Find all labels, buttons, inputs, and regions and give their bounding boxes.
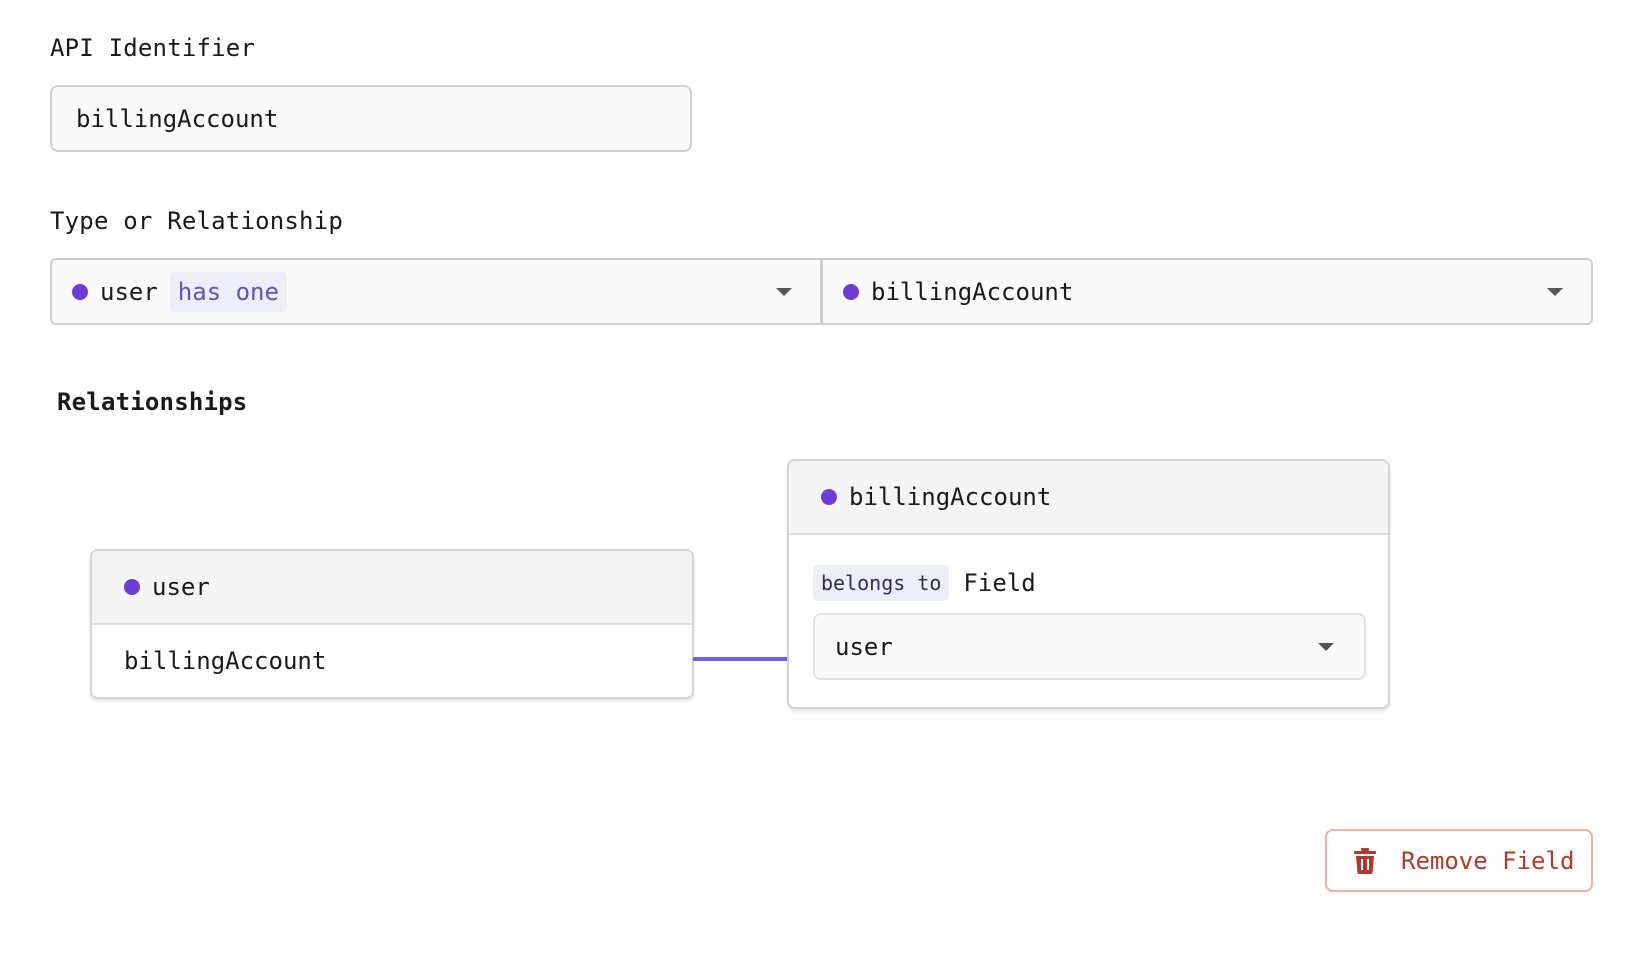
target-card-model: billingAccount: [849, 483, 1052, 511]
type-or-relationship-select: user has one billingAccount: [50, 258, 1593, 325]
model-dot-icon: [821, 489, 837, 505]
relation-type-badge: has one: [169, 271, 287, 312]
inverse-field-value: user: [835, 632, 893, 661]
field-label: Field: [963, 569, 1036, 597]
chevron-down-icon: [776, 287, 792, 296]
remove-field-label: Remove Field: [1401, 846, 1575, 875]
relationship-connector: [693, 657, 787, 661]
target-card-header: billingAccount: [789, 461, 1388, 535]
api-identifier-input[interactable]: billingAccount: [50, 85, 692, 152]
type-or-relationship-label: Type or Relationship: [50, 207, 343, 235]
source-card-field: billingAccount: [92, 625, 692, 697]
relationships-heading: Relationships: [57, 388, 248, 416]
api-identifier-label: API Identifier: [50, 34, 256, 62]
remove-field-button[interactable]: Remove Field: [1325, 829, 1593, 892]
model-dot-icon: [843, 283, 859, 300]
target-model-name: billingAccount: [871, 277, 1074, 306]
target-card-relation-row: belongs to Field: [813, 565, 1036, 601]
model-dot-icon: [72, 283, 88, 300]
target-model-card: billingAccount belongs to Field user: [787, 459, 1390, 709]
chevron-down-icon: [1318, 642, 1334, 651]
source-card-field-name: billingAccount: [124, 647, 327, 675]
inverse-field-select[interactable]: user: [813, 613, 1366, 680]
source-model-name: user: [100, 277, 158, 306]
source-relation-select[interactable]: user has one: [52, 260, 823, 323]
target-model-select[interactable]: billingAccount: [823, 260, 1591, 323]
api-identifier-value: billingAccount: [76, 104, 279, 133]
source-card-header: user: [92, 551, 692, 625]
chevron-down-icon: [1547, 287, 1563, 296]
source-model-card: user billingAccount: [90, 549, 694, 699]
source-card-model: user: [152, 573, 210, 601]
model-dot-icon: [124, 579, 140, 595]
belongs-to-badge: belongs to: [813, 565, 950, 601]
trash-icon: [1354, 847, 1376, 874]
